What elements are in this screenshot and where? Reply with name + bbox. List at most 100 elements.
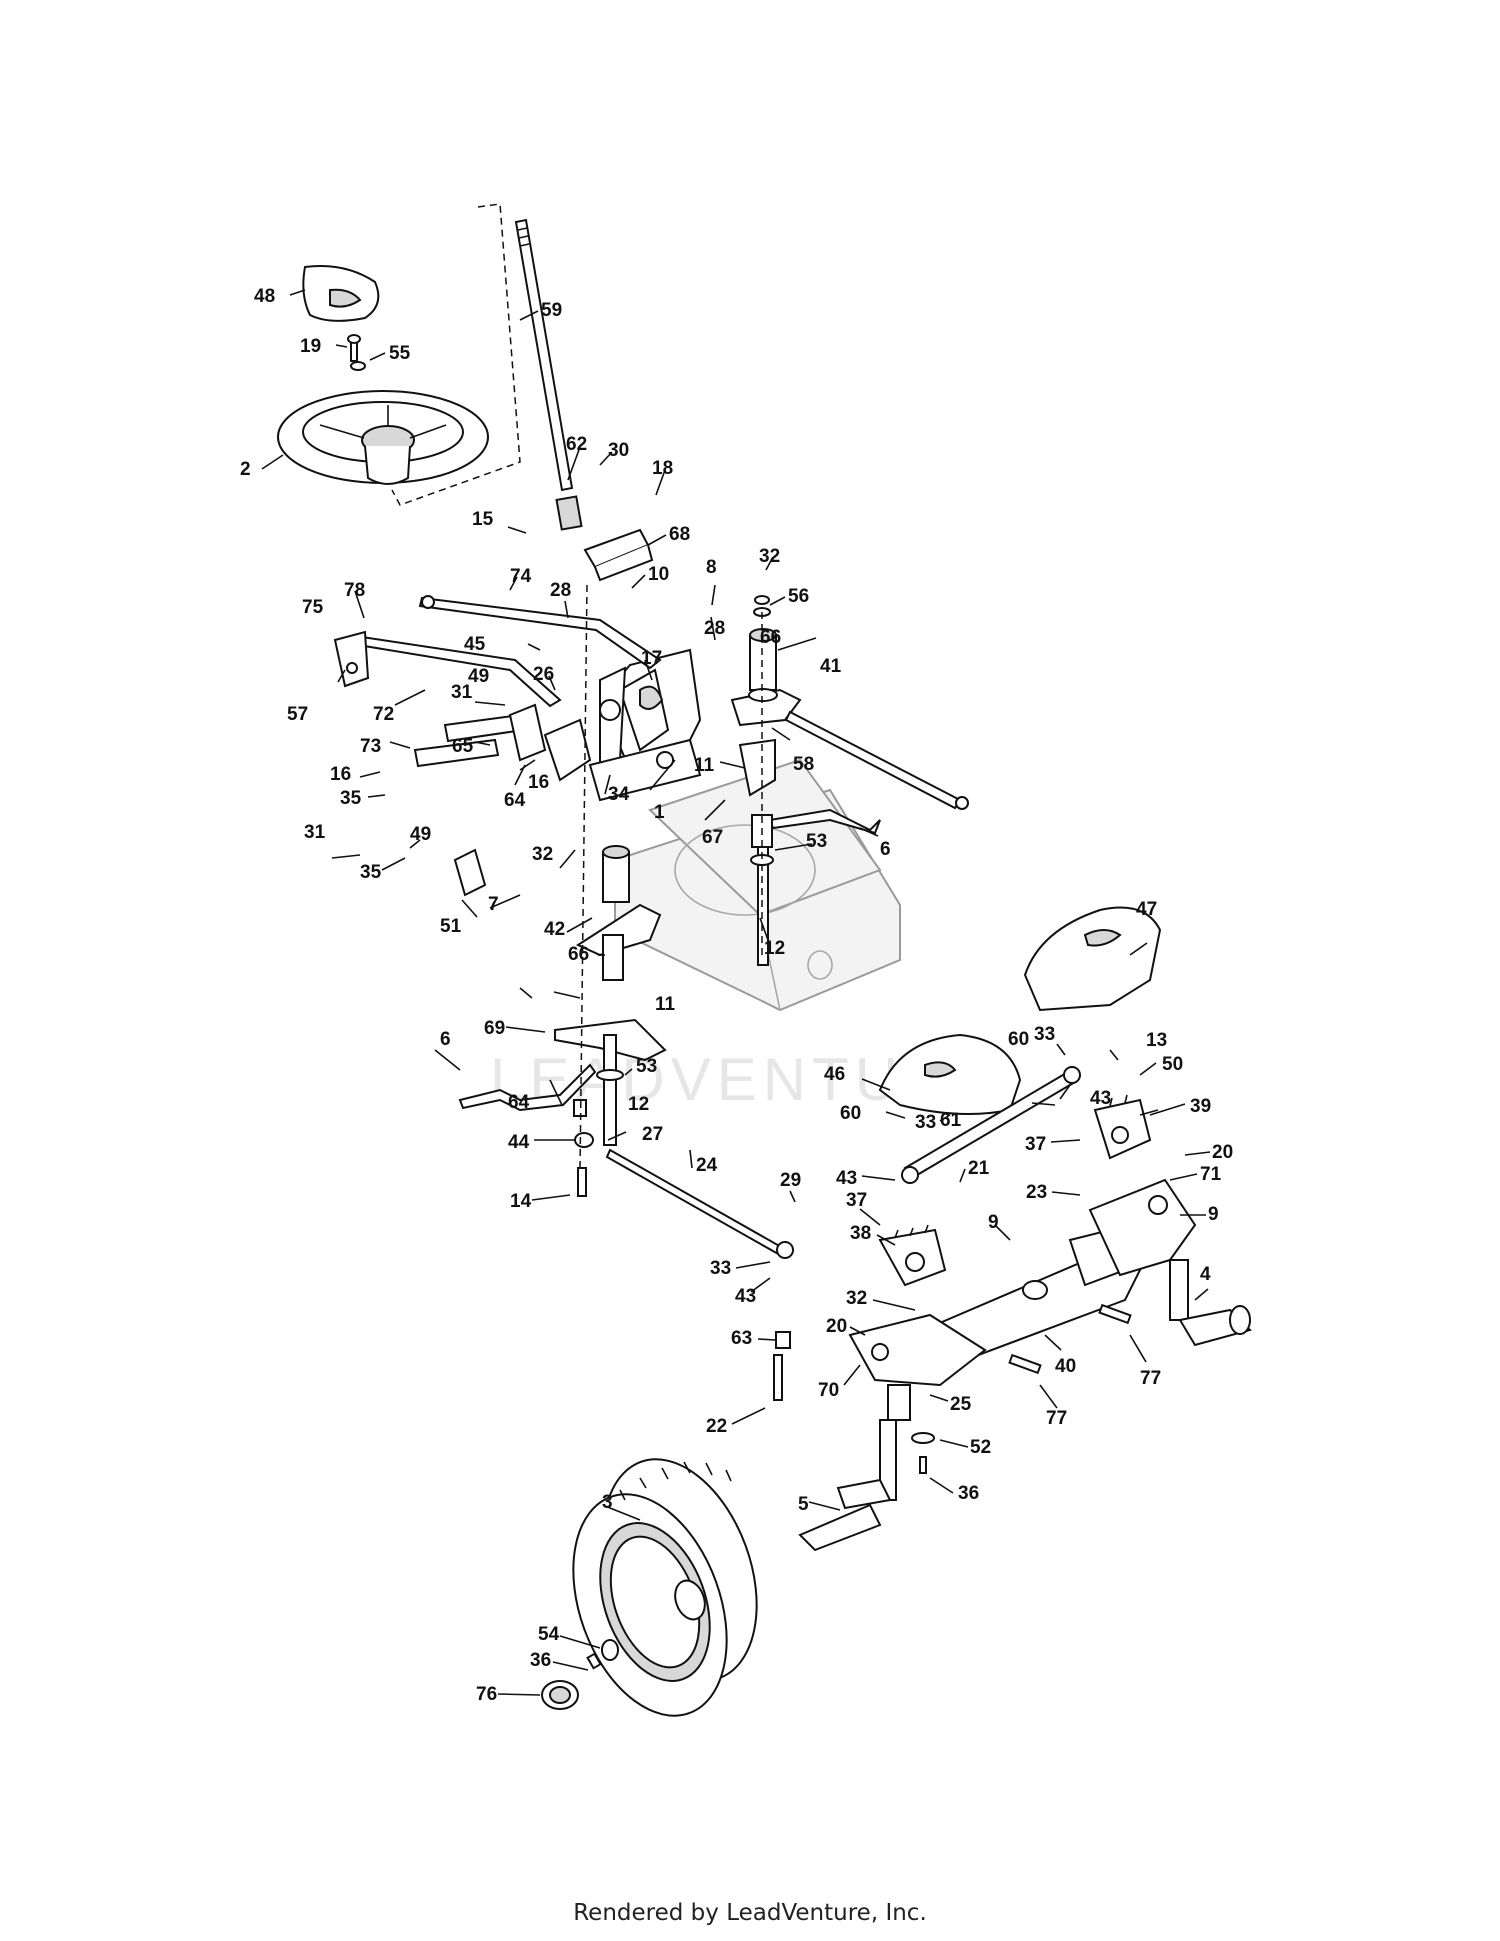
spindle-left	[798, 1419, 897, 1552]
callout-41: 41	[820, 656, 842, 677]
steering-support-bracket	[543, 648, 702, 802]
callout-46: 46	[824, 1064, 845, 1085]
callout-64a: 64	[504, 790, 526, 811]
spindle-right	[1169, 1259, 1252, 1347]
callout-56: 56	[788, 586, 809, 607]
callout-66b: 66	[568, 944, 589, 965]
lower-rod	[458, 1063, 597, 1112]
callout-11b: 11	[655, 994, 676, 1015]
callout-72: 72	[373, 704, 394, 725]
callout-67: 67	[702, 827, 723, 848]
callout-76: 76	[476, 1684, 497, 1705]
callout-77b: 77	[1046, 1408, 1067, 1429]
callout-5: 5	[798, 1494, 809, 1515]
callout-42: 42	[544, 919, 565, 940]
callout-26: 26	[533, 664, 554, 685]
callout-11a: 11	[694, 755, 715, 776]
callout-49a: 49	[468, 666, 489, 687]
footer-credit: Rendered by LeadVenture, Inc.	[573, 1900, 927, 1926]
callout-25: 25	[950, 1394, 972, 1415]
callout-43c: 43	[735, 1286, 756, 1307]
callout-60a: 60	[1008, 1029, 1029, 1050]
callout-38: 38	[850, 1223, 871, 1244]
callout-23: 23	[1026, 1182, 1047, 1203]
callout-77a: 77	[1140, 1368, 1161, 1389]
callout-19: 19	[300, 336, 321, 357]
callout-44: 44	[508, 1132, 530, 1153]
callout-13: 13	[1146, 1030, 1167, 1051]
callout-62: 62	[566, 434, 587, 455]
cover-47	[1023, 906, 1162, 1012]
callout-49b: 49	[410, 824, 431, 845]
callout-40: 40	[1055, 1356, 1076, 1377]
callout-69: 69	[484, 1018, 505, 1039]
callout-36b: 36	[530, 1650, 551, 1671]
callout-33b: 33	[915, 1112, 936, 1133]
callout-57: 57	[287, 704, 308, 725]
link-plates	[413, 703, 547, 897]
shaft-bracket	[583, 528, 654, 582]
callout-35a: 35	[340, 788, 362, 809]
callout-37a: 37	[1025, 1134, 1046, 1155]
spacer-lower	[602, 934, 624, 981]
callout-39: 39	[1190, 1096, 1211, 1117]
leader-lines	[261, 289, 1211, 1696]
steering-wheel	[277, 390, 489, 485]
callout-32b: 32	[532, 844, 553, 865]
callout-2: 2	[240, 459, 251, 480]
callout-9a: 9	[988, 1212, 999, 1233]
callout-61: 61	[940, 1110, 962, 1131]
cover-46	[878, 1033, 1022, 1115]
callout-36a: 36	[958, 1483, 979, 1504]
callout-70: 70	[818, 1380, 839, 1401]
callout-3: 3	[602, 1492, 613, 1513]
lower-shaft	[596, 1034, 624, 1146]
right-tie-rod	[768, 710, 969, 835]
callout-48: 48	[254, 286, 275, 307]
gear-sector-39	[1093, 1094, 1152, 1160]
callout-9b: 9	[1208, 1204, 1219, 1225]
callout-55: 55	[389, 343, 411, 364]
callout-60b: 60	[840, 1103, 861, 1124]
callout-43b: 43	[836, 1168, 857, 1189]
callout-65: 65	[452, 736, 474, 757]
callout-53b: 53	[636, 1056, 657, 1077]
callout-20a: 20	[1212, 1142, 1233, 1163]
callout-4: 4	[1200, 1264, 1211, 1285]
callout-31b: 31	[304, 822, 326, 843]
upper-link	[418, 595, 662, 670]
axle-support-right	[1088, 1178, 1197, 1277]
callout-6b: 6	[440, 1029, 451, 1050]
callout-66a: 66	[760, 627, 781, 648]
pivot-arm	[575, 845, 662, 957]
callout-28b: 28	[704, 618, 725, 639]
callout-21: 21	[968, 1158, 990, 1179]
callout-17: 17	[641, 648, 662, 669]
callout-32a: 32	[759, 546, 780, 567]
callout-15: 15	[472, 509, 494, 530]
callout-8: 8	[706, 557, 717, 578]
callout-7: 7	[488, 894, 499, 915]
callout-30: 30	[608, 440, 629, 461]
callout-43a: 43	[1090, 1088, 1111, 1109]
callout-50: 50	[1162, 1054, 1183, 1075]
lower-bushings	[573, 1099, 594, 1197]
callout-34: 34	[608, 784, 630, 805]
right-pivot	[730, 595, 802, 797]
callout-78: 78	[344, 580, 365, 601]
callout-32c: 32	[846, 1288, 867, 1309]
callout-74: 74	[510, 566, 532, 587]
misc-hardware	[773, 1303, 1132, 1474]
drag-link	[901, 1066, 1081, 1184]
callout-14: 14	[510, 1191, 532, 1212]
callout-16a: 16	[330, 764, 351, 785]
callout-68: 68	[669, 524, 690, 545]
callout-52: 52	[970, 1437, 991, 1458]
callout-47: 47	[1136, 899, 1157, 920]
callout-53a: 53	[806, 831, 827, 852]
callout-10: 10	[648, 564, 669, 585]
cap-bolt	[347, 334, 366, 371]
callout-6a: 6	[880, 839, 891, 860]
callout-28a: 28	[550, 580, 571, 601]
